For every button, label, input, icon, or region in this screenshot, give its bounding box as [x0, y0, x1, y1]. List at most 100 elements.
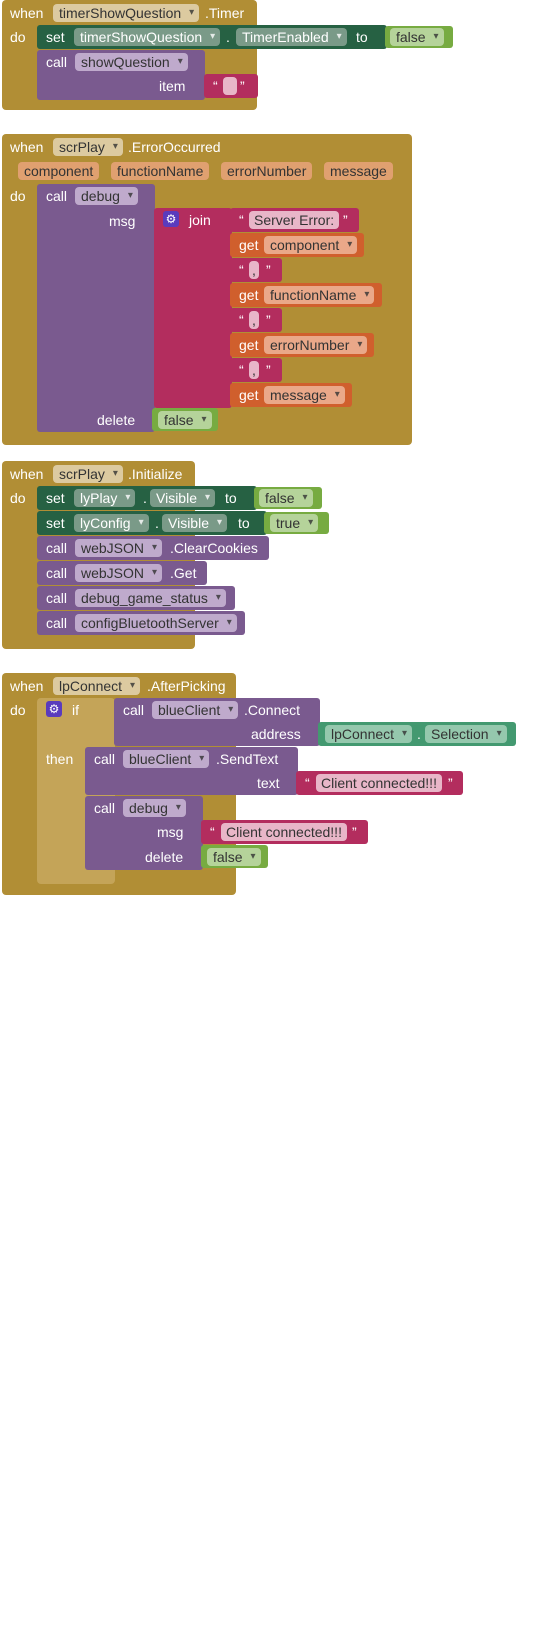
call-keyword: call: [46, 565, 68, 581]
method-name: .SendText: [216, 751, 279, 767]
call-keyword: call: [94, 800, 116, 816]
open-quote-icon: “: [239, 262, 244, 278]
set-property-block[interactable]: [37, 486, 257, 510]
component-dropdown[interactable]: lpConnect: [325, 725, 413, 743]
close-quote-icon: ”: [266, 262, 271, 278]
do-keyword: do: [10, 702, 26, 718]
text-value[interactable]: [223, 77, 237, 95]
close-quote-icon: ”: [266, 362, 271, 378]
when-keyword: when: [10, 466, 44, 482]
to-keyword: to: [225, 490, 237, 506]
event-name: .ErrorOccurred: [128, 139, 221, 155]
boolean-dropdown[interactable]: false: [207, 848, 261, 866]
call-keyword: call: [46, 54, 68, 70]
property-dropdown[interactable]: TimerEnabled: [236, 28, 347, 46]
close-quote-icon: ”: [352, 824, 357, 840]
to-keyword: to: [238, 515, 250, 531]
dot-separator: .: [143, 490, 147, 506]
method-name: .ClearCookies: [170, 540, 258, 556]
open-quote-icon: “: [305, 775, 310, 791]
get-keyword: get: [239, 337, 259, 353]
address-label: address: [251, 726, 301, 742]
text-value[interactable]: ,: [249, 261, 259, 279]
event-parameter[interactable]: functionName: [111, 162, 210, 180]
boolean-dropdown[interactable]: false: [390, 28, 444, 46]
event-parameter[interactable]: message: [324, 162, 393, 180]
mutator-gear-icon[interactable]: ⚙: [163, 211, 179, 227]
dot-separator: .: [226, 29, 230, 45]
property-dropdown[interactable]: Visible: [150, 489, 215, 507]
boolean-dropdown[interactable]: true: [270, 514, 319, 532]
text-value[interactable]: ,: [249, 361, 259, 379]
procedure-dropdown[interactable]: debug_game_status: [75, 589, 226, 607]
dot-separator: .: [417, 726, 421, 742]
event-name: .Timer: [205, 5, 245, 21]
method-name: .Get: [170, 565, 197, 581]
if-keyword: if: [72, 702, 79, 718]
do-keyword: do: [10, 29, 26, 45]
variable-dropdown[interactable]: message: [264, 386, 345, 404]
do-keyword: do: [10, 188, 26, 204]
when-keyword: when: [10, 678, 44, 694]
text-value[interactable]: Server Error:: [249, 211, 340, 229]
open-quote-icon: “: [239, 212, 244, 228]
close-quote-icon: ”: [266, 312, 271, 328]
component-dropdown[interactable]: lyPlay: [74, 489, 136, 507]
component-dropdown[interactable]: webJSON: [75, 564, 163, 582]
component-dropdown[interactable]: scrPlay: [53, 138, 123, 156]
event-name: .Initialize: [128, 466, 183, 482]
component-dropdown[interactable]: webJSON: [75, 539, 163, 557]
text-value[interactable]: Client connected!!!: [316, 774, 442, 792]
procedure-dropdown[interactable]: debug: [123, 799, 186, 817]
event-parameter[interactable]: component: [18, 162, 100, 180]
close-quote-icon: ”: [240, 78, 245, 94]
event-parameter[interactable]: errorNumber: [221, 162, 313, 180]
component-dropdown[interactable]: timerShowQuestion: [74, 28, 221, 46]
variable-dropdown[interactable]: functionName: [264, 286, 375, 304]
then-keyword: then: [46, 751, 74, 767]
open-quote-icon: “: [210, 824, 215, 840]
open-quote-icon: “: [239, 362, 244, 378]
set-keyword: set: [46, 29, 65, 45]
get-keyword: get: [239, 387, 259, 403]
method-name: .Connect: [244, 702, 301, 718]
call-keyword: call: [46, 590, 68, 606]
get-keyword: get: [239, 237, 259, 253]
component-dropdown[interactable]: blueClient: [152, 701, 239, 719]
close-quote-icon: ”: [448, 775, 453, 791]
text-label: text: [257, 775, 280, 791]
boolean-dropdown[interactable]: false: [158, 411, 212, 429]
property-dropdown[interactable]: Visible: [162, 514, 227, 532]
call-keyword: call: [46, 615, 68, 631]
when-keyword: when: [10, 139, 44, 155]
boolean-dropdown[interactable]: false: [259, 489, 313, 507]
dot-separator: .: [155, 515, 159, 531]
variable-dropdown[interactable]: errorNumber: [264, 336, 368, 354]
property-dropdown[interactable]: Selection: [425, 725, 507, 743]
set-property-block[interactable]: [37, 511, 267, 535]
delete-label: delete: [97, 412, 136, 428]
component-dropdown[interactable]: lpConnect: [53, 677, 141, 695]
call-keyword: call: [46, 540, 68, 556]
mutator-gear-icon[interactable]: ⚙: [46, 701, 62, 717]
component-dropdown[interactable]: blueClient: [123, 750, 210, 768]
procedure-dropdown[interactable]: showQuestion: [75, 53, 188, 71]
call-keyword: call: [123, 702, 145, 718]
text-value[interactable]: Client connected!!!: [221, 823, 347, 841]
call-keyword: call: [94, 751, 116, 767]
call-debug-block[interactable]: [37, 184, 155, 432]
component-dropdown[interactable]: lyConfig: [74, 514, 149, 532]
variable-dropdown[interactable]: component: [264, 236, 358, 254]
procedure-dropdown[interactable]: debug: [75, 187, 138, 205]
open-quote-icon: “: [239, 312, 244, 328]
msg-label: msg: [109, 213, 136, 229]
to-keyword: to: [356, 29, 368, 45]
text-value[interactable]: ,: [249, 311, 259, 329]
join-block[interactable]: [154, 208, 232, 408]
component-dropdown[interactable]: timerShowQuestion: [53, 4, 200, 22]
open-quote-icon: “: [213, 78, 218, 94]
join-keyword: join: [189, 212, 211, 228]
procedure-dropdown[interactable]: configBluetoothServer: [75, 614, 237, 632]
item-label: item: [159, 78, 186, 94]
component-dropdown[interactable]: scrPlay: [53, 465, 123, 483]
